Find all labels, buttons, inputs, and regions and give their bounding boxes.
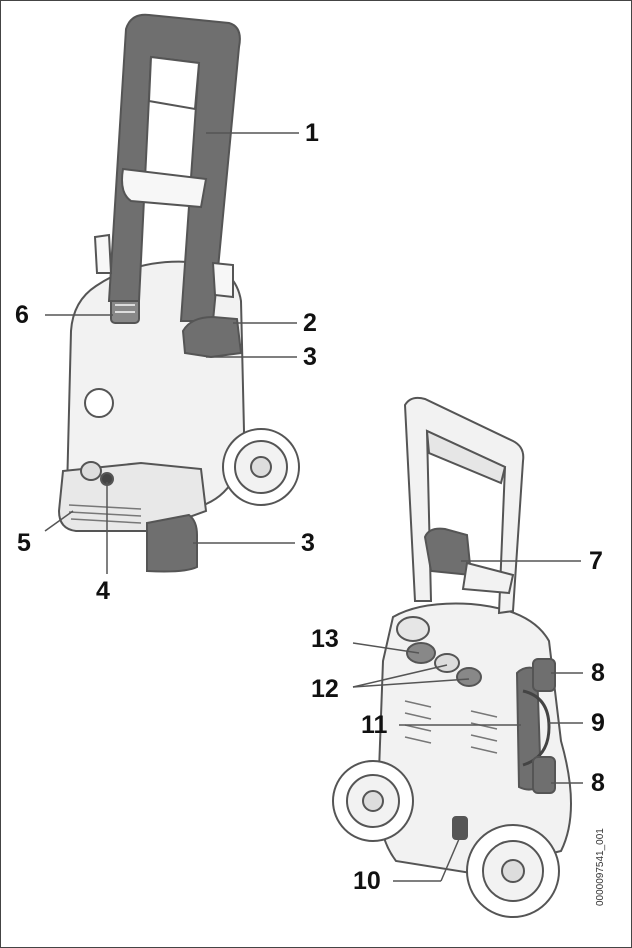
rear-outlet: [452, 816, 468, 840]
front-handle: [107, 13, 241, 322]
callout-3-top: 3: [303, 343, 317, 371]
document-code: 0000097541_001: [595, 828, 606, 906]
callout-4: 4: [96, 577, 110, 605]
front-lower-holder: [146, 513, 198, 573]
callout-7: 7: [589, 547, 603, 575]
leader-lines: [44, 132, 583, 882]
front-inlet-ring: [84, 388, 114, 418]
leader-5: [44, 510, 74, 532]
callout-5: 5: [17, 529, 31, 557]
leader-12b: [352, 678, 470, 688]
callout-8-bottom: 8: [591, 769, 605, 797]
callout-2: 2: [303, 309, 317, 337]
leader-12a: [352, 664, 448, 688]
callout-3-bottom: 3: [301, 529, 315, 557]
rear-accessory-holder: [423, 527, 473, 577]
callout-8-top: 8: [591, 659, 605, 687]
leader-10-diag: [440, 838, 460, 882]
callout-1: 1: [305, 119, 319, 147]
callout-9: 9: [591, 709, 605, 737]
callout-6: 6: [15, 301, 29, 329]
rear-port-12a: [434, 653, 460, 673]
rear-port-12b: [456, 667, 482, 687]
callout-10: 10: [353, 867, 381, 895]
callout-12: 12: [311, 675, 339, 703]
leader-13: [352, 642, 420, 654]
rear-port-13: [406, 642, 436, 664]
front-port-left: [80, 461, 102, 481]
rear-handle: [403, 396, 525, 615]
rear-side-grill: [404, 700, 498, 754]
rear-view-device: [332, 396, 572, 918]
rear-cup-holder: [396, 616, 430, 642]
front-view-device: [57, 13, 300, 573]
front-handle-bracket: [121, 167, 208, 209]
rear-hook-top: [532, 658, 556, 692]
front-upper-holder: [181, 315, 243, 359]
rear-body: [376, 602, 572, 875]
callout-11: 11: [361, 711, 388, 739]
rear-hook-bottom: [532, 756, 556, 794]
front-base-grill: [68, 504, 142, 524]
callout-13: 13: [311, 625, 339, 653]
